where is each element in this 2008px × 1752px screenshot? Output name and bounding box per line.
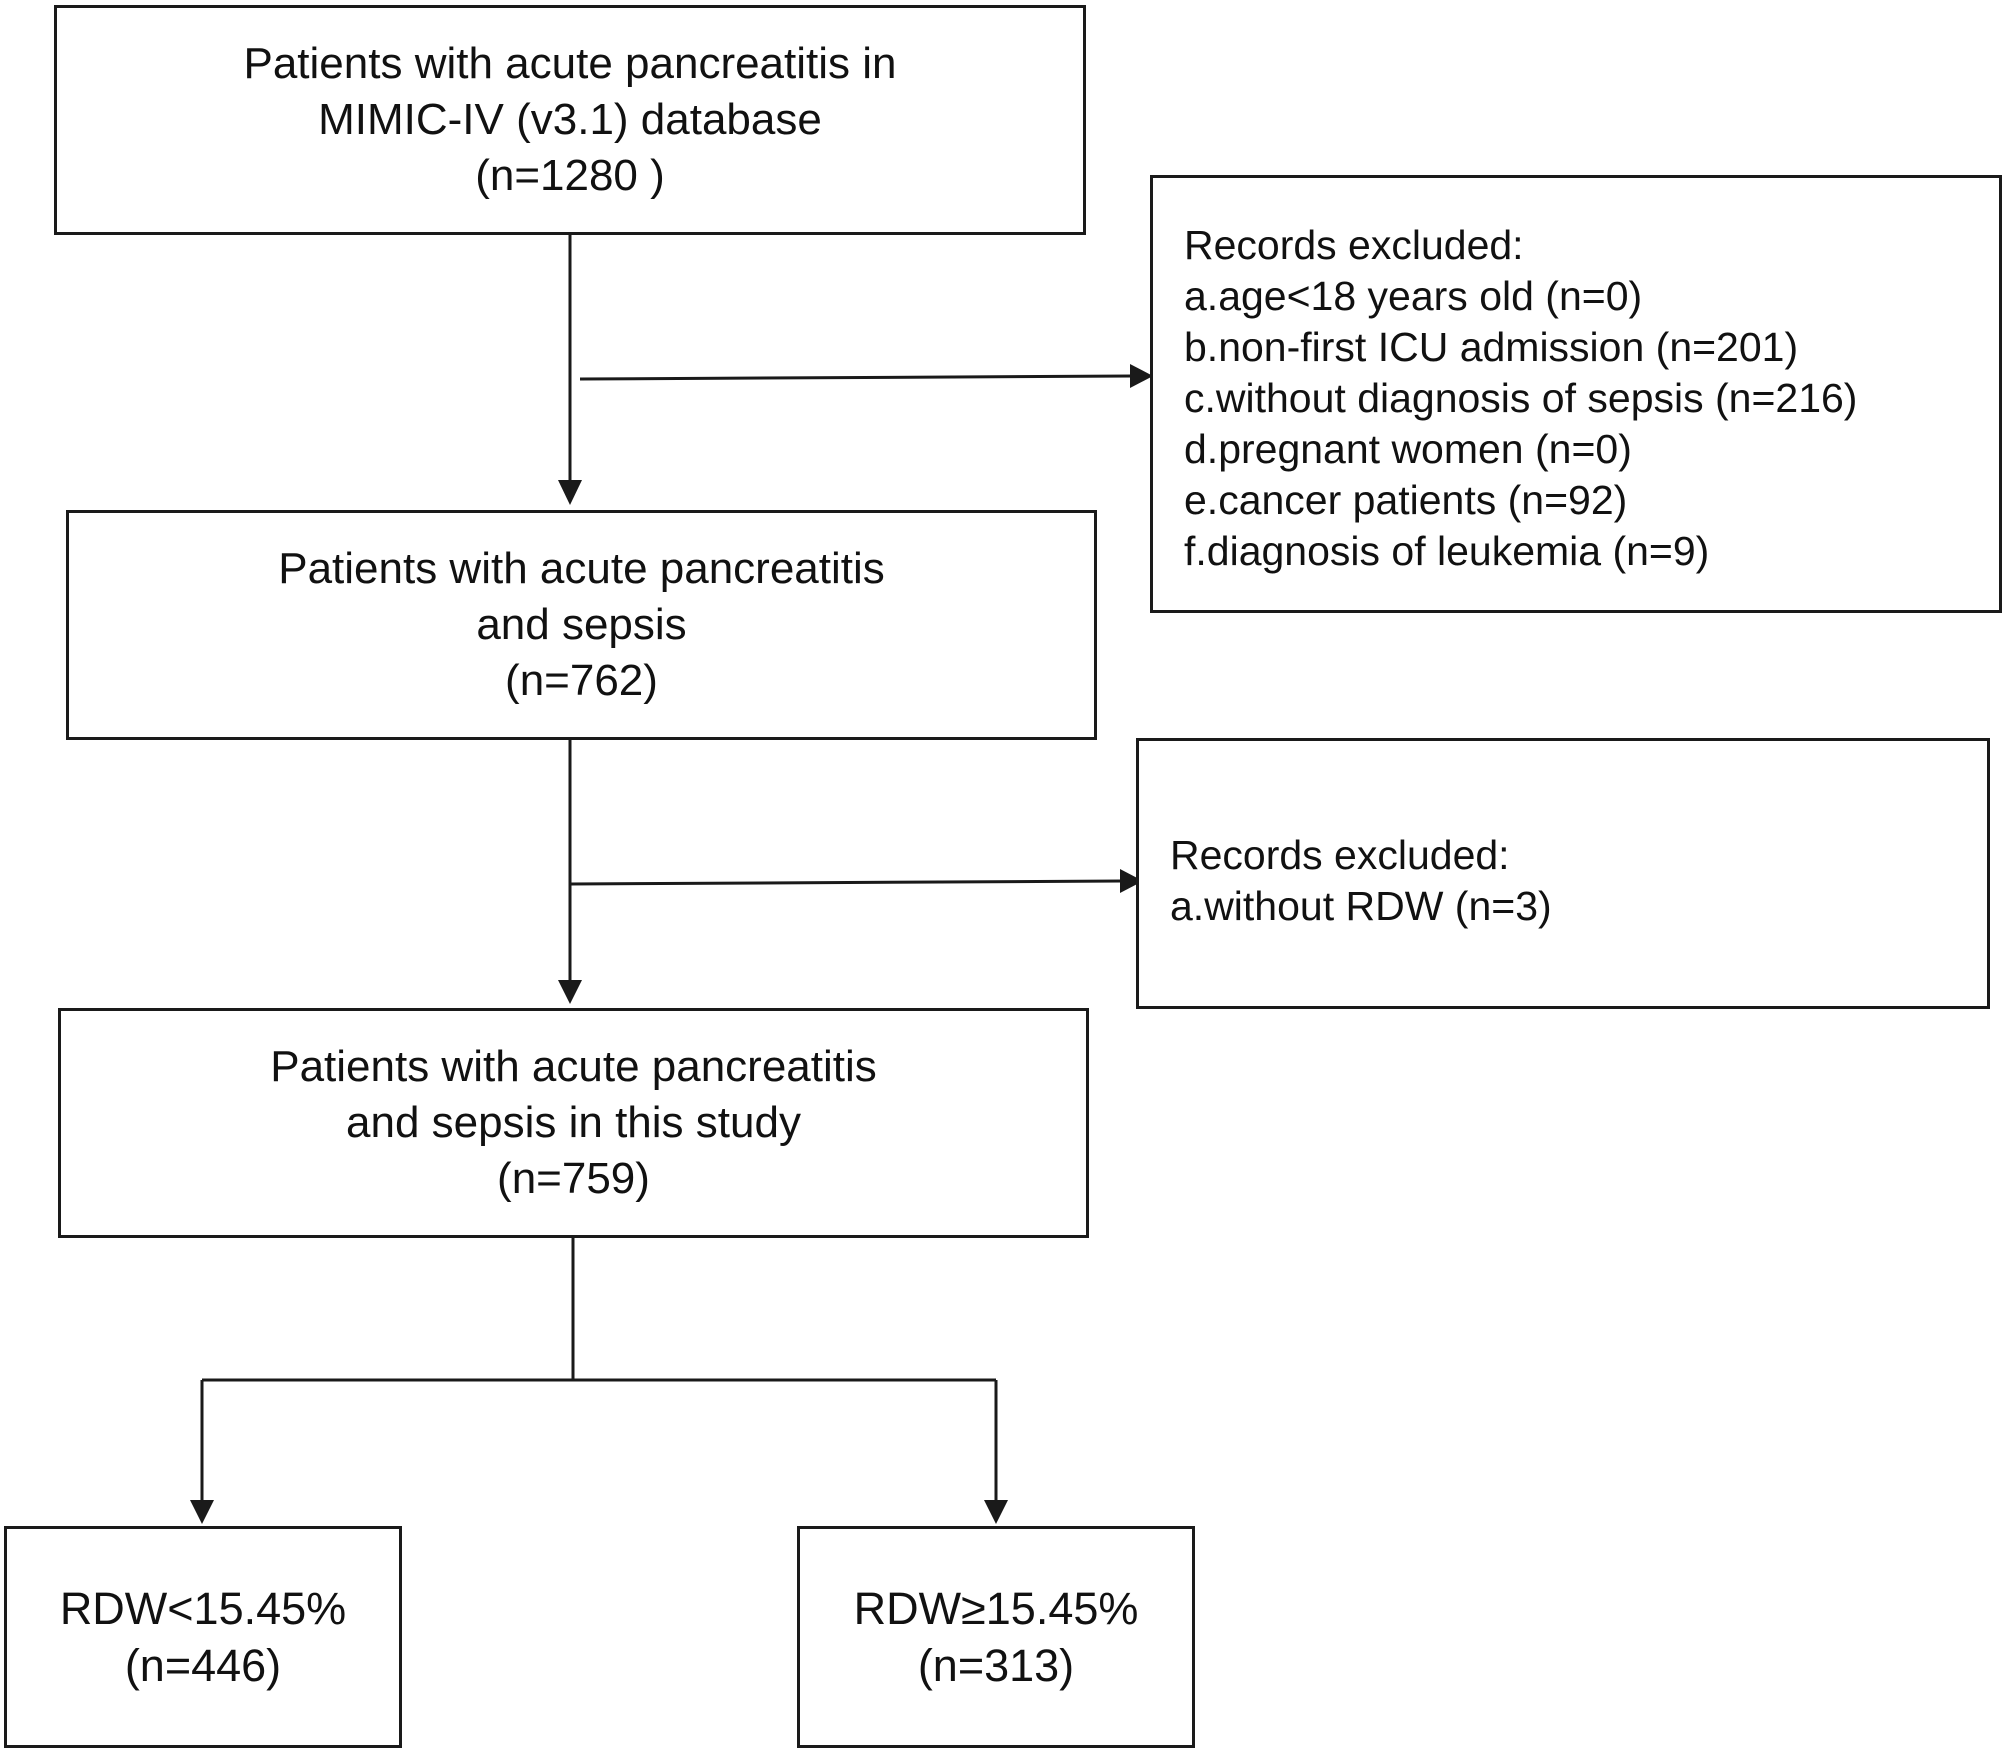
exclusion-box-1-item: b.non-first ICU admission (n=201) — [1184, 324, 1799, 370]
box-pancreatitis-sepsis-line-2: and sepsis — [476, 600, 687, 649]
exclusion-box-2-heading: Records excluded: — [1170, 832, 1510, 878]
exclusion-box-1-heading: Records excluded: — [1184, 222, 1524, 268]
exclusion-box-1-item: f.diagnosis of leukemia (n=9) — [1184, 528, 1710, 574]
box-group-low-rdw-line-2: (n=446) — [124, 1640, 282, 1691]
box-initial-cohort-line-3: (n=1280 ) — [475, 151, 665, 200]
exclusion-box-1-item: c.without diagnosis of sepsis (n=216) — [1184, 375, 1858, 421]
arrowhead-exclusion2 — [1120, 869, 1143, 893]
arrow-to-exclusion1 — [579, 374, 1133, 381]
arrowhead-box2 — [558, 480, 582, 505]
box-pancreatitis-sepsis: Patients with acute pancreatitis and sep… — [66, 510, 1097, 740]
exclusion-box-1-item: e.cancer patients (n=92) — [1184, 477, 1628, 523]
box-initial-cohort-line-1: Patients with acute pancreatitis in — [243, 39, 897, 88]
box-group-high-rdw: RDW≥15.45% (n=313) — [797, 1526, 1195, 1748]
box-study-cohort-line-3: (n=759) — [497, 1154, 650, 1203]
box-group-low-rdw: RDW<15.45% (n=446) — [4, 1526, 402, 1748]
box-pancreatitis-sepsis-line-3: (n=762) — [505, 656, 658, 705]
exclusion-box-1-item: d.pregnant women (n=0) — [1184, 426, 1632, 472]
exclusion-box-1: Records excluded: a.age<18 years old (n=… — [1150, 175, 2002, 613]
box-study-cohort-line-2: and sepsis in this study — [346, 1098, 801, 1147]
arrowhead-group-low — [190, 1500, 214, 1524]
box-study-cohort: Patients with acute pancreatitis and sep… — [58, 1008, 1089, 1238]
box-pancreatitis-sepsis-line-1: Patients with acute pancreatitis — [278, 544, 885, 593]
arrowhead-box3 — [558, 980, 582, 1004]
box-group-low-rdw-line-1: RDW<15.45% — [59, 1583, 347, 1634]
box-study-cohort-line-1: Patients with acute pancreatitis — [270, 1042, 877, 1091]
box-group-high-rdw-line-1: RDW≥15.45% — [853, 1583, 1139, 1634]
box-initial-cohort-line-2: MIMIC-IV (v3.1) database — [318, 95, 822, 144]
exclusion-box-2-item: a.without RDW (n=3) — [1170, 883, 1552, 929]
exclusion-box-1-item: a.age<18 years old (n=0) — [1184, 273, 1643, 319]
box-initial-cohort: Patients with acute pancreatitis in MIMI… — [54, 5, 1086, 235]
box-group-high-rdw-line-2: (n=313) — [917, 1640, 1075, 1691]
arrowhead-group-high — [984, 1500, 1008, 1524]
arrowhead-exclusion1 — [1130, 364, 1153, 388]
exclusion-box-2: Records excluded: a.without RDW (n=3) — [1136, 738, 1990, 1009]
arrow-to-exclusion2 — [569, 879, 1123, 886]
